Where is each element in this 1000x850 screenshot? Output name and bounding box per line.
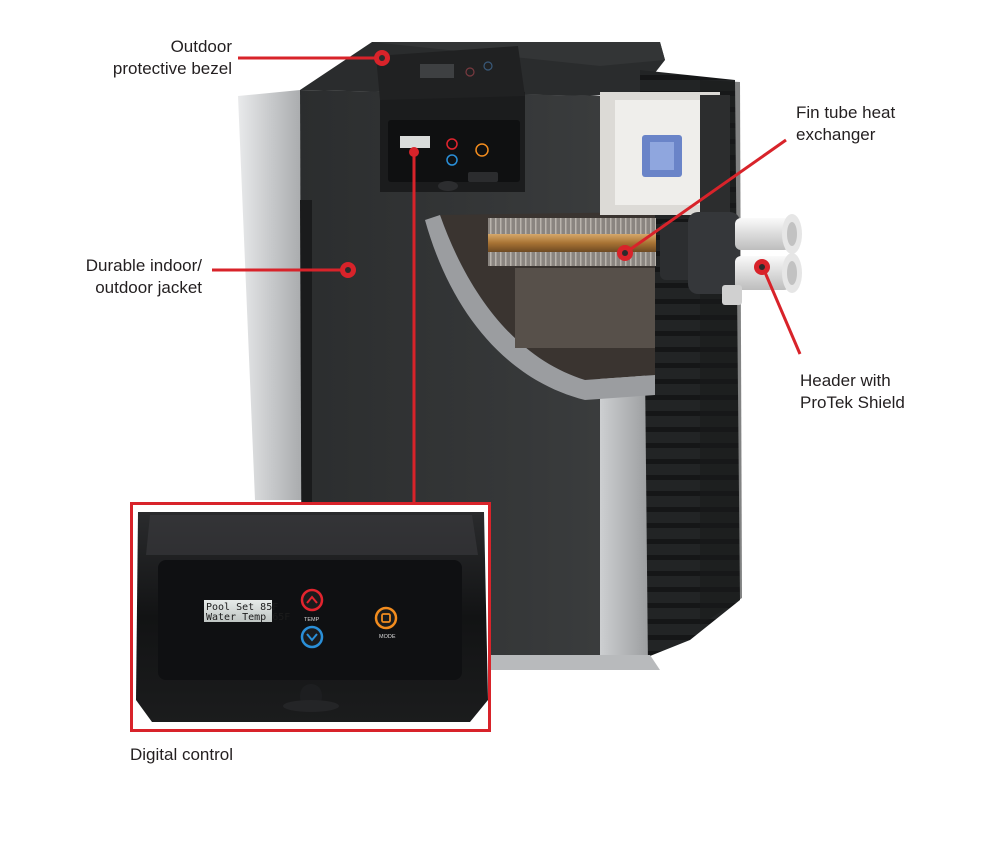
lcd-display	[204, 600, 272, 622]
temp-down-button[interactable]	[300, 625, 324, 649]
callout-jacket-line1: Durable indoor/	[85, 256, 202, 275]
callout-digital-control: Digital control	[130, 744, 233, 766]
callout-header: Header with ProTek Shield	[800, 370, 905, 414]
callout-leaders	[212, 50, 802, 502]
callout-bezel-line2: protective bezel	[112, 59, 232, 78]
lcd-line-2: Water Temp 65F	[206, 612, 290, 623]
mode-square-icon	[381, 613, 391, 623]
heater-cutaway	[425, 92, 730, 400]
lcd-line-1: Pool Set 85F	[206, 602, 278, 613]
unit-control-module	[376, 46, 525, 192]
callout-heat-exchanger: Fin tube heat exchanger	[796, 102, 895, 146]
callout-bezel-line1: Outdoor	[170, 37, 232, 56]
chevron-down-icon	[306, 633, 318, 642]
digital-control-inset: Pool Set 85F Water Temp 65F TEMP MODE	[130, 502, 491, 732]
chevron-up-icon	[306, 595, 318, 604]
callout-header-line1: Header with	[800, 371, 891, 390]
callout-jacket-line2: outdoor jacket	[95, 278, 202, 297]
callout-digital-line1: Digital control	[130, 745, 233, 764]
mode-label: MODE	[379, 634, 396, 640]
header-assembly	[660, 212, 802, 305]
callout-exchanger-line2: exchanger	[796, 125, 876, 144]
callout-header-line2: ProTek Shield	[800, 393, 905, 412]
callout-jacket: Durable indoor/ outdoor jacket	[86, 255, 202, 299]
mode-button[interactable]	[374, 606, 398, 630]
temp-up-button[interactable]	[300, 588, 324, 612]
callout-outdoor-bezel: Outdoor protective bezel	[113, 36, 232, 80]
temp-label: TEMP	[304, 617, 320, 623]
callout-exchanger-line1: Fin tube heat	[796, 103, 896, 122]
